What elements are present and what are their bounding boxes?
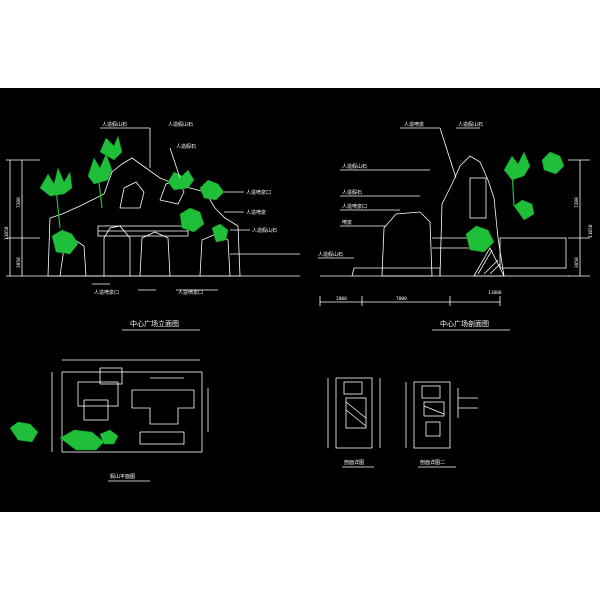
drawing-svg: 11050 7200 3850 [4,121,594,482]
sect-dim-bottom-mid: 7000 [396,296,407,302]
plan-view: 假山平面图 [9,359,209,482]
section-title: 中心广场剖面图 [440,319,489,328]
elev-callout-5: 人造喷泉 [246,209,266,216]
elev-callout-4: 人造喷泉口 [246,189,271,196]
elev-callout-8: 人造喷泉口 [178,289,203,296]
plan-title: 假山平面图 [110,473,135,480]
sect-dim-bottom-left: 2800 [336,296,347,302]
sect-dim-lower: 3850 [574,257,580,268]
elevation-vegetation [39,135,229,255]
sect-callout-2: 人造假山石 [458,121,483,128]
sect-callout-6: 喷泉 [342,219,352,226]
sect-callout-7: 人造假山石 [318,251,343,258]
elev-dim-total: 11050 [4,226,10,240]
cad-drawing-canvas: 11050 7200 3850 [0,88,600,512]
detail-b-title: 剖面详图二 [420,459,445,466]
sect-dim-upper: 7200 [574,197,580,208]
sect-callout-3: 人造假山石 [342,163,367,170]
sect-dim-bottom-total: 11000 [488,290,502,296]
elev-callout-3: 人造假石 [176,143,196,150]
elevation-view: 11050 7200 3850 [4,121,300,331]
detail-b-view: 剖面详图二 [405,381,478,468]
sect-dim-total: 11050 [588,224,594,238]
detail-a-view: 剖面详图 [327,377,381,468]
sect-callout-1: 人造喷泉 [404,121,424,128]
elev-callout-7: 人造喷泉口 [94,289,119,296]
elev-dim-upper: 7200 [16,197,22,208]
elev-callout-6: 人造假山石 [252,227,277,234]
elevation-title: 中心广场立面图 [130,319,179,328]
plan-vegetation [9,421,119,451]
section-vegetation [465,151,565,253]
detail-a-title: 剖面详图 [344,459,364,466]
section-view: 11050 7200 3850 2800 7000 11000 [318,121,594,331]
elev-callout-1: 人造假山石 [102,121,127,128]
elev-callout-2: 人造假山石 [168,121,193,128]
sect-callout-4: 人造假石 [342,189,362,196]
elev-dim-lower: 3850 [16,257,22,268]
sect-callout-5: 人造喷泉口 [342,203,367,210]
